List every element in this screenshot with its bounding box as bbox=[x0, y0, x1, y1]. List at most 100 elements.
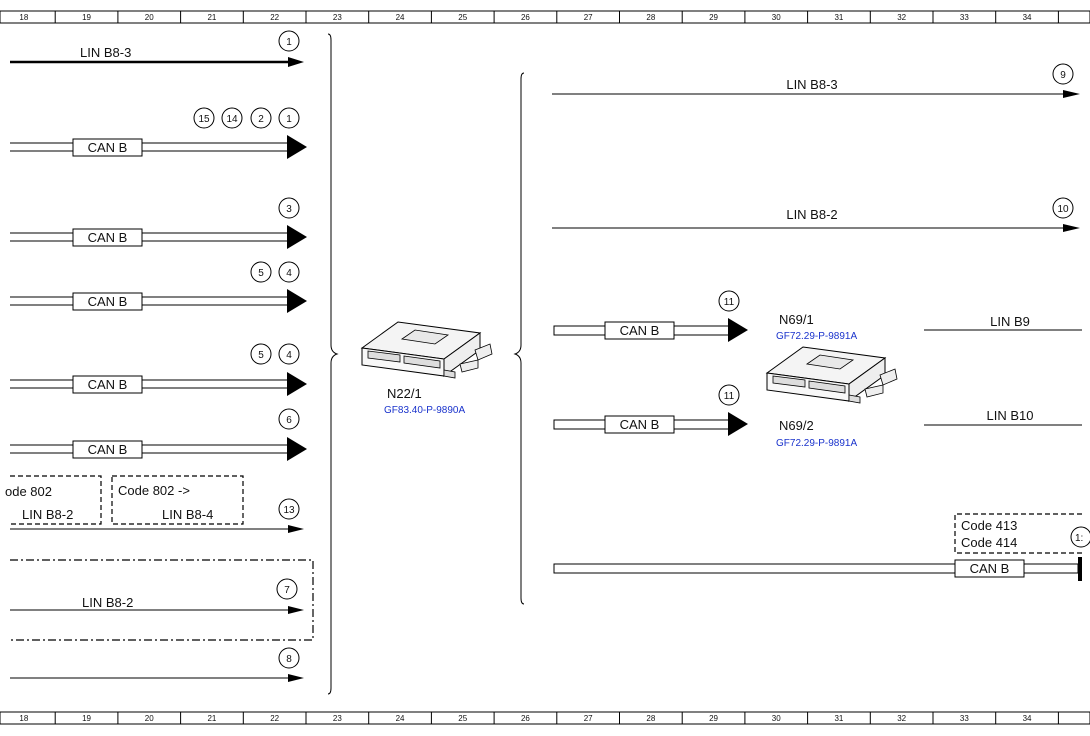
lin-b9-label: LIN B9 bbox=[990, 314, 1030, 329]
ruler-number: 30 bbox=[772, 13, 781, 22]
can-b-row-1: CAN B bbox=[10, 135, 307, 159]
svg-text:11: 11 bbox=[724, 391, 735, 402]
ruler-number: 20 bbox=[145, 13, 154, 22]
right-brace bbox=[513, 72, 525, 605]
module-n69-2-ref-link[interactable]: GF72.29-P-9891A bbox=[776, 438, 857, 449]
can-b-label: CAN B bbox=[88, 140, 128, 155]
marker-5a: 5 bbox=[250, 261, 272, 283]
marker-8: 8 bbox=[278, 647, 300, 669]
ruler-number: 28 bbox=[646, 714, 655, 723]
marker-13: 13 bbox=[278, 498, 300, 520]
can-b-row-4: CAN B bbox=[10, 372, 307, 396]
ruler-number: 19 bbox=[82, 13, 91, 22]
svg-text:9: 9 bbox=[1060, 70, 1066, 81]
marker-11a: 11 bbox=[718, 290, 740, 312]
ruler-number: 25 bbox=[458, 13, 467, 22]
svg-text:13: 13 bbox=[283, 505, 295, 516]
marker-6: 6 bbox=[278, 408, 300, 430]
ruler-number: 29 bbox=[709, 714, 718, 723]
ruler-number: 33 bbox=[960, 13, 969, 22]
ruler-number: 23 bbox=[333, 714, 342, 723]
lin-b10-label: LIN B10 bbox=[987, 408, 1034, 423]
lin-b10-line: LIN B10 bbox=[924, 408, 1082, 426]
can-b-row-3: CAN B bbox=[10, 289, 307, 313]
svg-text:1: 1 bbox=[286, 37, 292, 48]
can-b-label: CAN B bbox=[620, 417, 660, 432]
ruler-number: 33 bbox=[960, 714, 969, 723]
svg-text:11: 11 bbox=[724, 297, 735, 308]
marker-9: 9 bbox=[1052, 63, 1074, 85]
can-b-label: CAN B bbox=[88, 442, 128, 457]
marker-10: 10 bbox=[1052, 197, 1074, 219]
module-n22-1-name: N22/1 bbox=[387, 386, 422, 401]
ruler-number: 22 bbox=[270, 714, 279, 723]
marker-4a: 4 bbox=[278, 261, 300, 283]
svg-text:1:: 1: bbox=[1075, 533, 1083, 544]
module-n22-1-ref-link[interactable]: GF83.40-P-9890A bbox=[384, 405, 465, 416]
ruler-number: 27 bbox=[584, 13, 593, 22]
ruler-number: 24 bbox=[396, 714, 405, 723]
code-413-414-box: Code 413 Code 414 bbox=[954, 513, 1082, 554]
ruler-number: 31 bbox=[834, 13, 843, 22]
marker-15: 15 bbox=[193, 107, 215, 129]
can-b-label: CAN B bbox=[970, 561, 1010, 576]
code-802-arrow-text: Code 802 -> bbox=[118, 483, 190, 498]
can-b-label: CAN B bbox=[88, 294, 128, 309]
ruler-number: 32 bbox=[897, 714, 906, 723]
can-b-row-5: CAN B bbox=[10, 437, 307, 461]
svg-text:14: 14 bbox=[226, 114, 238, 125]
code-802-box-left: ode 802 LIN B8-2 bbox=[5, 475, 102, 525]
code-802-box-right: Code 802 -> LIN B8-4 bbox=[111, 475, 244, 525]
svg-text:4: 4 bbox=[286, 268, 292, 279]
marker-3: 3 bbox=[278, 197, 300, 219]
svg-text:15: 15 bbox=[198, 114, 210, 125]
svg-text:5: 5 bbox=[258, 268, 264, 279]
lin-b9-line: LIN B9 bbox=[924, 314, 1082, 331]
ruler-number: 22 bbox=[270, 13, 279, 22]
lin-b8-3-line-left: LIN B8-3 bbox=[10, 45, 304, 67]
svg-text:7: 7 bbox=[284, 585, 290, 596]
left-brace bbox=[327, 33, 339, 695]
ruler-number: 19 bbox=[82, 714, 91, 723]
module-n69-1-name: N69/1 bbox=[779, 312, 814, 327]
svg-text:3: 3 bbox=[286, 204, 292, 215]
lin-line-13 bbox=[10, 525, 304, 533]
marker-7: 7 bbox=[276, 578, 298, 600]
ruler-number: 24 bbox=[396, 13, 405, 22]
ruler-number: 27 bbox=[584, 714, 593, 723]
svg-text:8: 8 bbox=[286, 654, 292, 665]
svg-text:5: 5 bbox=[258, 350, 264, 361]
lin-b8-4-label: LIN B8-4 bbox=[162, 507, 213, 522]
ruler-number: 18 bbox=[19, 13, 28, 22]
code-414-text: Code 414 bbox=[961, 535, 1017, 550]
ruler-number: 23 bbox=[333, 13, 342, 22]
ruler-number: 25 bbox=[458, 714, 467, 723]
svg-text:1: 1 bbox=[286, 114, 292, 125]
marker-1: 1 bbox=[278, 107, 300, 129]
lin-line-8 bbox=[10, 674, 304, 682]
marker-4b: 4 bbox=[278, 343, 300, 365]
marker-5b: 5 bbox=[250, 343, 272, 365]
ruler-number: 31 bbox=[834, 714, 843, 723]
ruler-number: 28 bbox=[646, 13, 655, 22]
lin-b8-3-line-right: LIN B8-3 bbox=[552, 77, 1080, 98]
ruler-number: 26 bbox=[521, 13, 530, 22]
ruler-number: 26 bbox=[521, 714, 530, 723]
marker-11b: 11 bbox=[718, 384, 740, 406]
marker-1-top: 1 bbox=[278, 30, 300, 52]
code-802-text: ode 802 bbox=[5, 484, 52, 499]
ruler-number: 29 bbox=[709, 13, 718, 22]
marker-14: 14 bbox=[221, 107, 243, 129]
module-n69-icon bbox=[765, 346, 898, 404]
module-n22-1-icon bbox=[360, 321, 493, 379]
ruler-number: 18 bbox=[19, 714, 28, 723]
svg-text:4: 4 bbox=[286, 350, 292, 361]
can-b-to-n69-2: CAN B bbox=[553, 412, 748, 436]
ruler-number: 32 bbox=[897, 13, 906, 22]
module-n69-2-name: N69/2 bbox=[779, 418, 814, 433]
module-n69-1-ref-link[interactable]: GF72.29-P-9891A bbox=[776, 331, 857, 342]
lin-b8-2-label: LIN B8-2 bbox=[786, 207, 837, 222]
